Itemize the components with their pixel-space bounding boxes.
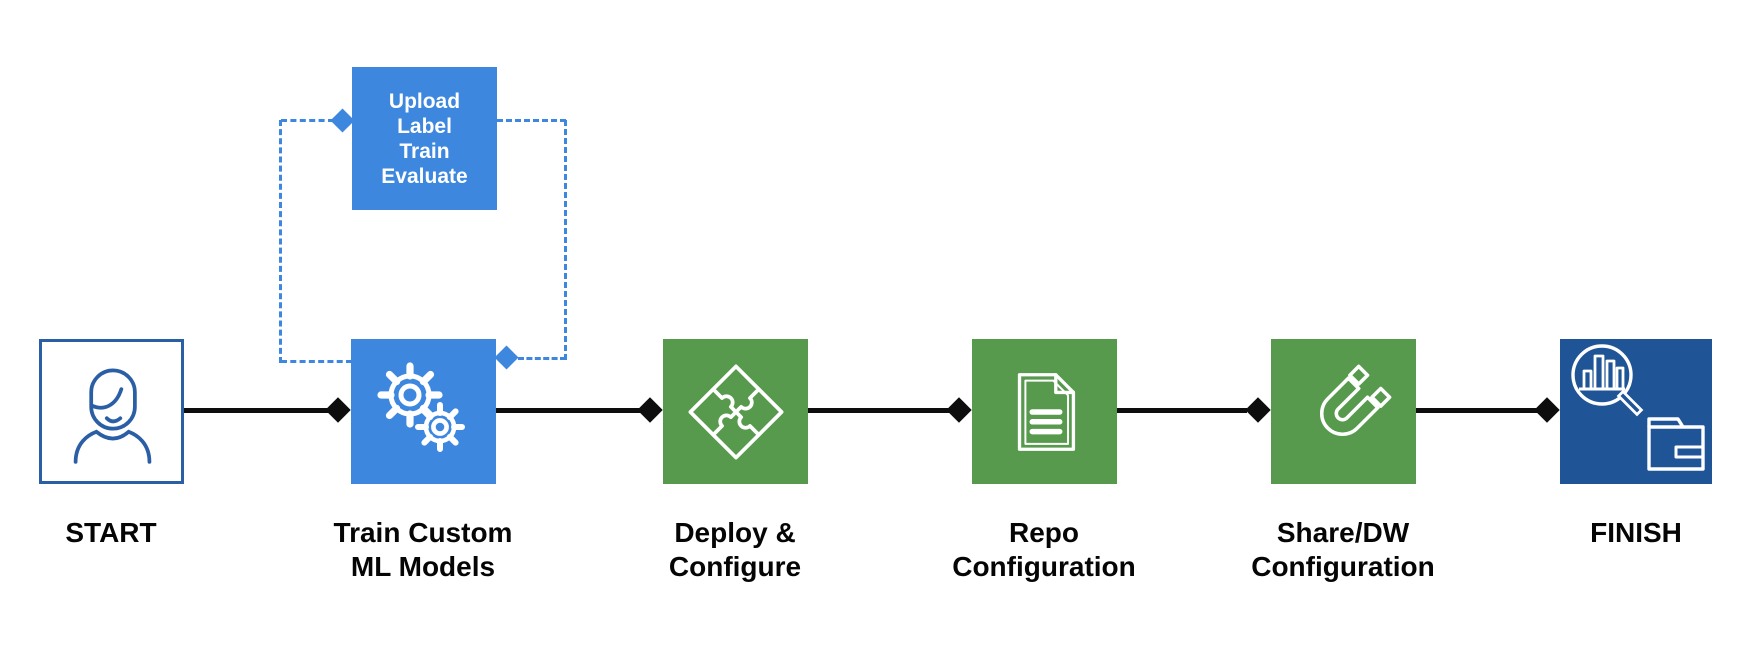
connector-start-to-train — [184, 408, 330, 413]
loop-line-left-vertical — [279, 120, 282, 363]
node-share-label: Share/DW Configuration — [1251, 517, 1435, 582]
connector-share-to-finish — [1416, 408, 1538, 413]
node-start-box — [39, 339, 184, 484]
chart-magnifier-folder-icon — [1564, 339, 1709, 484]
person-icon — [60, 360, 164, 464]
connector-repo-to-share — [1117, 408, 1247, 413]
upload-box-label: Upload Label Train Evaluate — [381, 89, 468, 188]
loop-line-right-top — [497, 119, 566, 122]
document-icon — [996, 363, 1094, 461]
node-repo-box — [972, 339, 1117, 484]
arrowhead-into-finish — [1534, 397, 1560, 423]
node-finish-box — [1560, 339, 1712, 484]
node-repo-label: Repo Configuration — [952, 517, 1136, 582]
node-share-box — [1271, 339, 1416, 484]
arrowhead-into-share — [1245, 397, 1271, 423]
connector-train-to-deploy — [496, 408, 642, 413]
connector-deploy-to-repo — [808, 408, 950, 413]
loop-line-left-top — [281, 119, 334, 122]
node-finish-label: FINISH — [1590, 517, 1682, 548]
node-train-label: Train Custom ML Models — [333, 517, 513, 582]
loop-arrowhead-into-train — [494, 345, 519, 370]
arrowhead-into-repo — [946, 397, 972, 423]
loop-arrowhead-into-upload — [330, 108, 355, 133]
node-upload-label-train-evaluate-box: Upload Label Train Evaluate — [352, 67, 497, 210]
arrowhead-into-train — [325, 397, 351, 423]
node-deploy-label: Deploy & Configure — [668, 517, 802, 582]
loop-line-right-vertical — [564, 120, 567, 360]
node-start-label: START — [65, 517, 157, 548]
loop-line-right-bottom — [518, 357, 566, 360]
node-train-box — [351, 339, 496, 484]
puzzle-icon — [684, 360, 788, 464]
node-deploy-box — [663, 339, 808, 484]
magnet-icon — [1292, 360, 1396, 464]
loop-line-left-bottom — [281, 360, 352, 363]
gears-icon — [374, 361, 474, 462]
arrowhead-into-deploy — [637, 397, 663, 423]
